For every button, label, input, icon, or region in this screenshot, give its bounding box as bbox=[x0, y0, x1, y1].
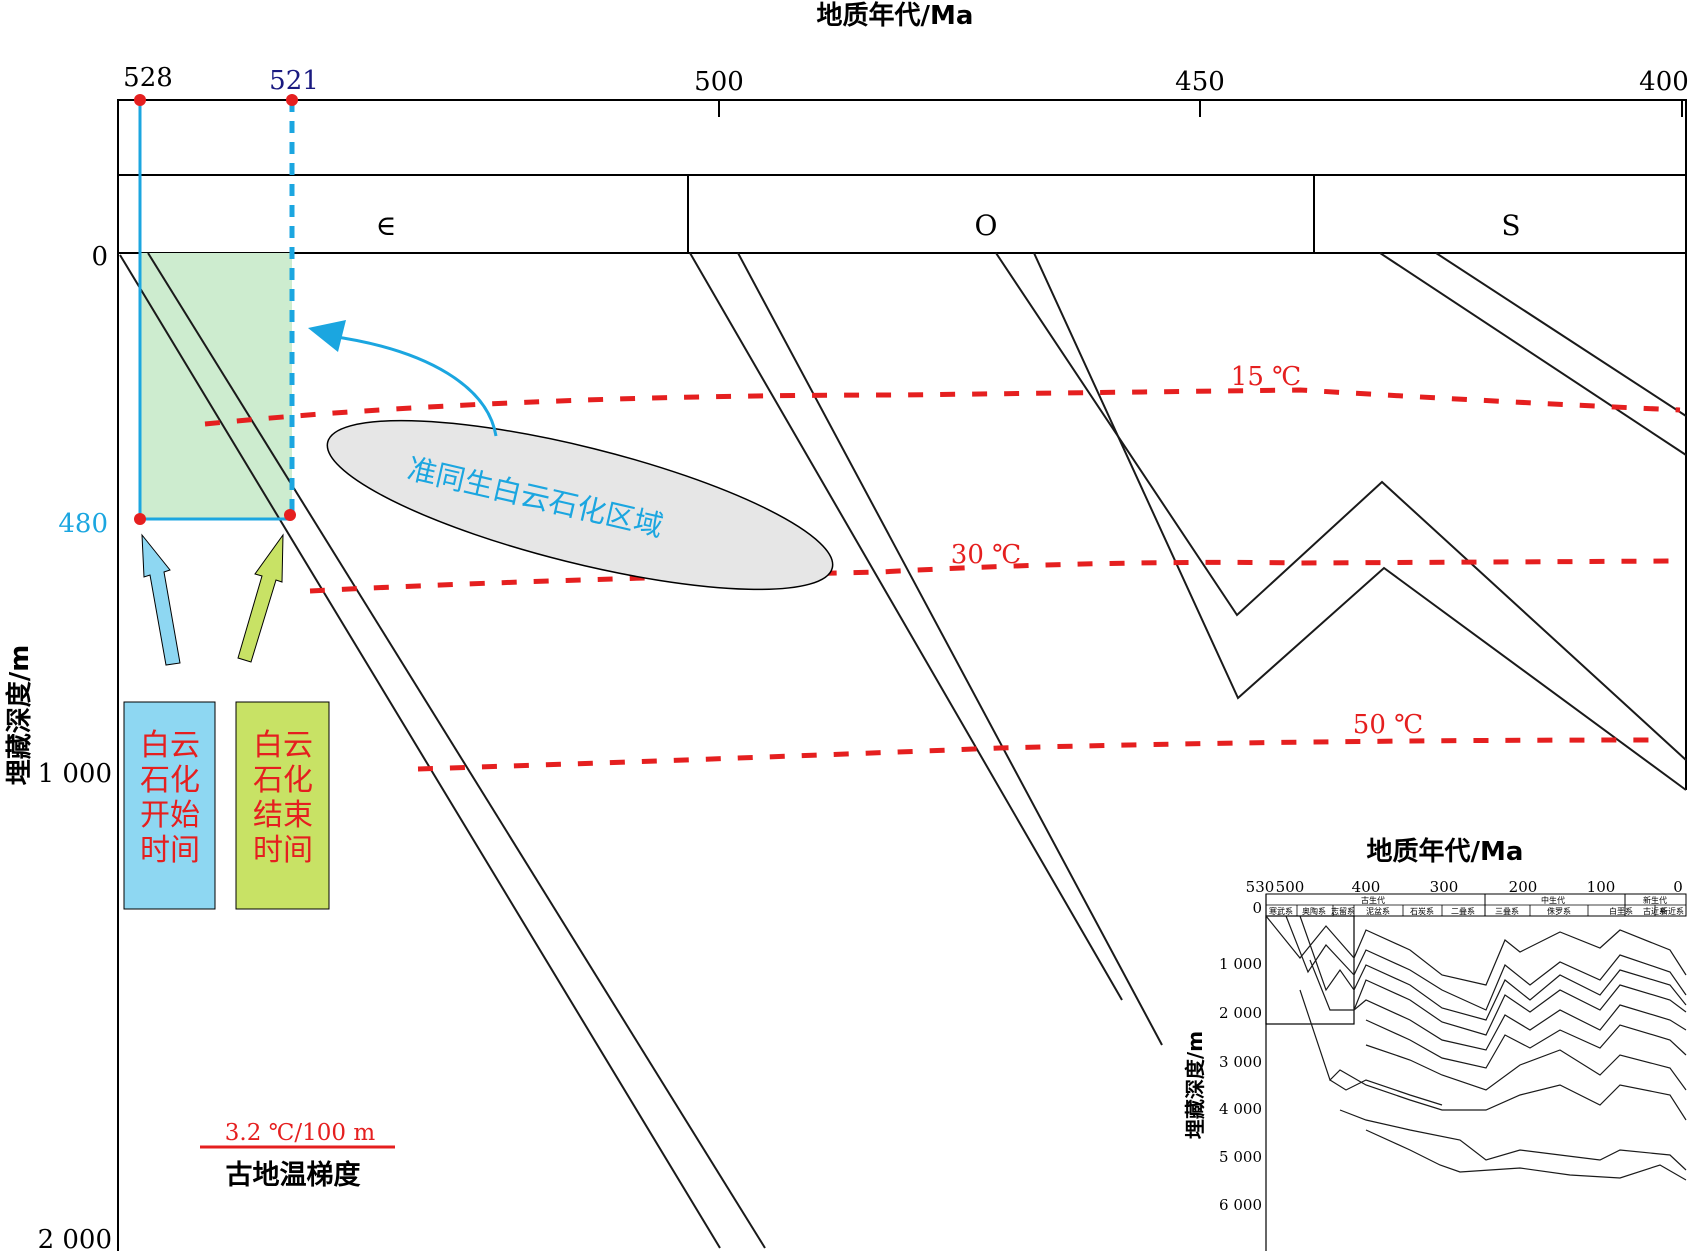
period-cambrian: ∈ bbox=[376, 209, 397, 242]
zone-arrow-head bbox=[308, 320, 346, 352]
inset-sys-carboniferous: 石炭系 bbox=[1410, 906, 1434, 916]
inset-ytick-0: 0 bbox=[1252, 899, 1262, 917]
left-tick-2000: 2 000 bbox=[38, 1225, 112, 1251]
top-tick-500: 500 bbox=[694, 67, 744, 97]
inset-sys-ordovician: 奥陶系 bbox=[1302, 906, 1326, 916]
top-axis-title: 地质年代/Ma bbox=[817, 0, 974, 31]
inset-burial-curves bbox=[1265, 915, 1687, 1181]
start-line-4: 时间 bbox=[140, 833, 200, 868]
inset-era-cenozoic: 新生代 bbox=[1643, 895, 1667, 905]
inset-xtick-530: 530 bbox=[1246, 878, 1275, 896]
marker-528-top bbox=[134, 94, 146, 106]
left-tick-1000: 1 000 bbox=[38, 759, 112, 789]
inset-sys-devonian: 泥盆系 bbox=[1366, 906, 1390, 916]
inset-y-title: 埋藏深度/m bbox=[1183, 1031, 1207, 1139]
top-axis-box bbox=[117, 99, 1687, 176]
marker-480-end bbox=[284, 509, 296, 521]
top-tick-521: 521 bbox=[269, 66, 319, 96]
top-tick-450: 450 bbox=[1175, 67, 1225, 97]
marker-480-start bbox=[134, 513, 146, 525]
zone-arrow bbox=[329, 334, 498, 437]
inset-ytick-5000: 5 000 bbox=[1219, 1148, 1262, 1166]
marker-521-top bbox=[286, 94, 298, 106]
left-tick-0: 0 bbox=[91, 242, 108, 272]
inset-sys-triassic: 三叠系 bbox=[1495, 906, 1519, 916]
end-line-3: 结束 bbox=[253, 798, 313, 833]
inset-focus-box bbox=[1265, 915, 1355, 1025]
end-line-1: 白云 bbox=[253, 728, 313, 763]
inset-xtick-100: 100 bbox=[1587, 878, 1616, 896]
top-tick-528: 528 bbox=[123, 63, 173, 93]
inset-sys-neogene: 新近系 bbox=[1660, 906, 1684, 916]
inset-xtick-200: 200 bbox=[1509, 878, 1538, 896]
start-time-box bbox=[123, 701, 216, 910]
top-tick-400: 400 bbox=[1639, 67, 1689, 97]
isotherm-label-15: 15 ℃ bbox=[1231, 362, 1301, 392]
inset-xtick-500: 500 bbox=[1276, 878, 1305, 896]
inset-ytick-2000: 2 000 bbox=[1219, 1004, 1262, 1022]
isotherm-50 bbox=[417, 737, 1661, 772]
start-line-1: 白云 bbox=[140, 728, 200, 763]
isotherms bbox=[204, 387, 1681, 772]
period-ordovician: O bbox=[975, 209, 998, 242]
isotherm-label-50: 50 ℃ bbox=[1353, 710, 1423, 740]
inset-sys-cambrian: 寒武系 bbox=[1269, 906, 1293, 916]
left-axis-title: 埋藏深度/m bbox=[4, 645, 35, 786]
inset-ytick-3000: 3 000 bbox=[1219, 1053, 1262, 1071]
inset-xtick-0: 0 bbox=[1673, 878, 1683, 896]
start-line-2: 石化 bbox=[140, 763, 200, 798]
start-line-3: 开始 bbox=[140, 798, 200, 833]
gradient-label: 古地温梯度 bbox=[226, 1159, 361, 1191]
inset-era-paleozoic: 古生代 bbox=[1361, 895, 1385, 905]
dolomitization-zone-ellipse bbox=[326, 419, 834, 591]
inset-sys-permian: 二叠系 bbox=[1451, 906, 1475, 916]
inset-sys-silurian: 志留系 bbox=[1331, 906, 1355, 916]
left-tick-480: 480 bbox=[58, 509, 108, 539]
inset-sys-cretaceous: 白垩系 bbox=[1609, 906, 1633, 916]
end-line-2: 石化 bbox=[253, 763, 313, 798]
end-line-4: 时间 bbox=[253, 833, 313, 868]
dolomitization-window bbox=[140, 253, 292, 519]
isotherm-label-30: 30 ℃ bbox=[951, 540, 1021, 570]
inset-sys-jurassic: 侏罗系 bbox=[1547, 906, 1571, 916]
isotherm-15 bbox=[204, 387, 1681, 427]
inset-xtick-300: 300 bbox=[1430, 878, 1459, 896]
end-time-box bbox=[235, 701, 330, 910]
end-arrow bbox=[237, 533, 284, 663]
inset-era-mesozoic: 中生代 bbox=[1541, 895, 1565, 905]
start-arrow bbox=[141, 533, 181, 666]
isotherm-30 bbox=[309, 558, 1681, 594]
gradient-value: 3.2 ℃/100 m bbox=[225, 1120, 376, 1146]
inset-xtick-400: 400 bbox=[1352, 878, 1381, 896]
inset-chart: 地质年代/Ma 530 500 400 300 200 100 0 古生代 中生… bbox=[1183, 820, 1689, 1251]
inset-ytick-4000: 4 000 bbox=[1219, 1100, 1262, 1118]
inset-ytick-1000: 1 000 bbox=[1219, 955, 1262, 973]
inset-title: 地质年代/Ma bbox=[1367, 836, 1524, 867]
inset-sys-paleogene: 古近系 bbox=[1643, 906, 1667, 916]
period-silurian: S bbox=[1501, 209, 1520, 242]
inset-ytick-6000: 6 000 bbox=[1219, 1196, 1262, 1214]
period-bar bbox=[117, 174, 1687, 254]
